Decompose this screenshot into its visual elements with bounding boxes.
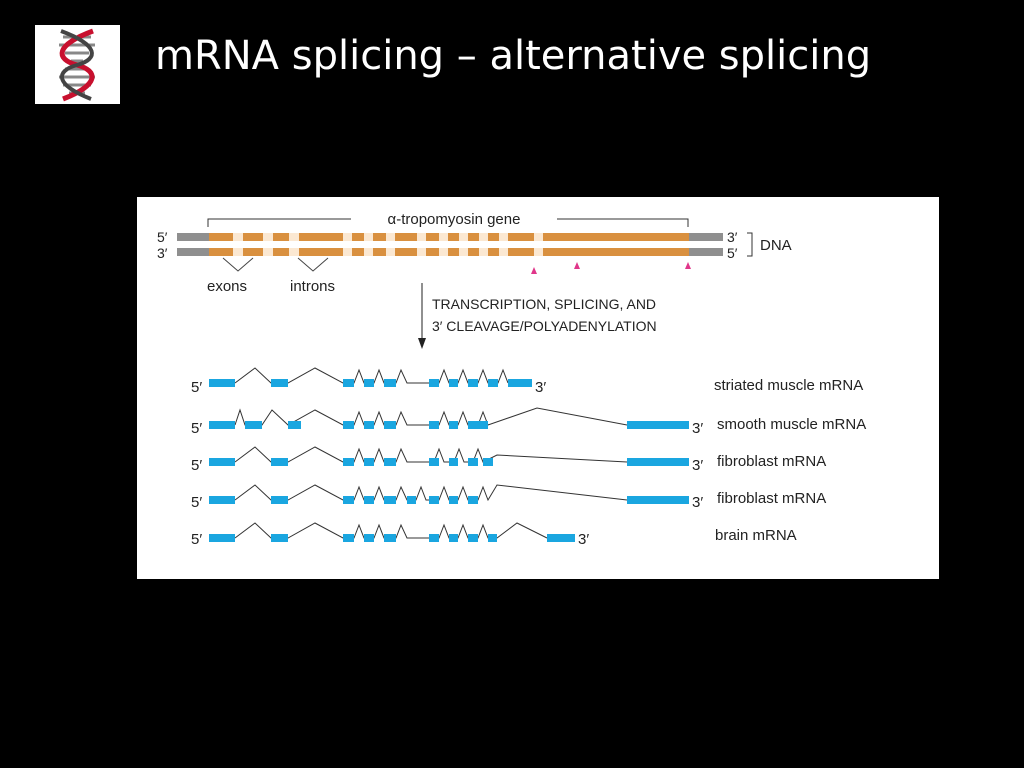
process-arrow-head bbox=[418, 338, 426, 349]
transcript-label: smooth muscle mRNA bbox=[717, 416, 866, 433]
dna-label: DNA bbox=[760, 237, 792, 254]
svg-text:3′: 3′ bbox=[692, 420, 703, 437]
svg-text:5′: 5′ bbox=[191, 457, 202, 474]
transcript-row-fibroblast-2: 5′ 3′ fibroblast mRNA bbox=[191, 484, 826, 511]
dna-top-5prime-label: 5′ bbox=[157, 229, 168, 245]
exons-pointer bbox=[222, 257, 254, 272]
introns-pointer bbox=[297, 257, 329, 272]
dna-top-flank-left bbox=[177, 233, 209, 241]
transcript-label: fibroblast mRNA bbox=[717, 490, 826, 507]
slide-title: mRNA splicing – alternative splicing bbox=[155, 33, 872, 79]
polyA-site-markers bbox=[531, 262, 691, 274]
svg-text:3′: 3′ bbox=[578, 531, 589, 548]
dna-helix-icon bbox=[59, 28, 95, 102]
gene-label: α-tropomyosin gene bbox=[388, 211, 521, 228]
dna-top-3prime-label: 3′ bbox=[727, 229, 738, 245]
svg-text:3′: 3′ bbox=[535, 379, 546, 396]
svg-text:5′: 5′ bbox=[191, 420, 202, 437]
svg-text:3′: 3′ bbox=[692, 494, 703, 511]
dna-top-flank-right bbox=[689, 233, 723, 241]
transcript-row-striated: 5′ 3′ striated muscle mRNA bbox=[191, 367, 863, 396]
dna-bottom-flank-right bbox=[689, 248, 723, 256]
dna-bracket bbox=[747, 232, 753, 257]
dna-top-gene-body bbox=[209, 233, 689, 241]
polyA-site-marker bbox=[531, 267, 537, 274]
introns-label: introns bbox=[290, 278, 335, 295]
splice-junctions bbox=[234, 522, 548, 539]
dna-bottom-flank-left bbox=[177, 248, 209, 256]
process-line-2: 3′ CLEAVAGE/POLYADENYLATION bbox=[432, 318, 657, 334]
dna-bottom-gene-body bbox=[209, 248, 689, 256]
transcript-row-brain: 5′ 3′ brain mRNA bbox=[191, 522, 797, 548]
dna-double-strand bbox=[177, 233, 723, 256]
transcript-row-smooth: 5′ 3′ smooth muscle mRNA bbox=[191, 407, 866, 437]
logo bbox=[35, 25, 120, 104]
svg-text:5′: 5′ bbox=[191, 379, 202, 396]
svg-text:3′: 3′ bbox=[692, 457, 703, 474]
transcript-label: fibroblast mRNA bbox=[717, 453, 826, 470]
transcript-row-fibroblast-1: 5′ 3′ fibroblast mRNA bbox=[191, 446, 826, 474]
polyA-site-marker bbox=[685, 262, 691, 269]
exons-label: exons bbox=[207, 278, 247, 295]
svg-text:5′: 5′ bbox=[191, 494, 202, 511]
svg-text:5′: 5′ bbox=[191, 531, 202, 548]
transcript-label: striated muscle mRNA bbox=[714, 377, 863, 394]
process-line-1: TRANSCRIPTION, SPLICING, AND bbox=[432, 296, 656, 312]
splice-junctions bbox=[234, 367, 509, 384]
alternative-splicing-figure: α-tropomyosin gene 5′ 3′ 3′ 5′ DNA exons… bbox=[137, 197, 939, 579]
polyA-site-marker bbox=[574, 262, 580, 269]
gene-bracket bbox=[207, 218, 689, 227]
transcript-label: brain mRNA bbox=[715, 527, 797, 544]
dna-bottom-3prime-label: 3′ bbox=[157, 245, 168, 261]
dna-bottom-5prime-label: 5′ bbox=[727, 245, 738, 261]
